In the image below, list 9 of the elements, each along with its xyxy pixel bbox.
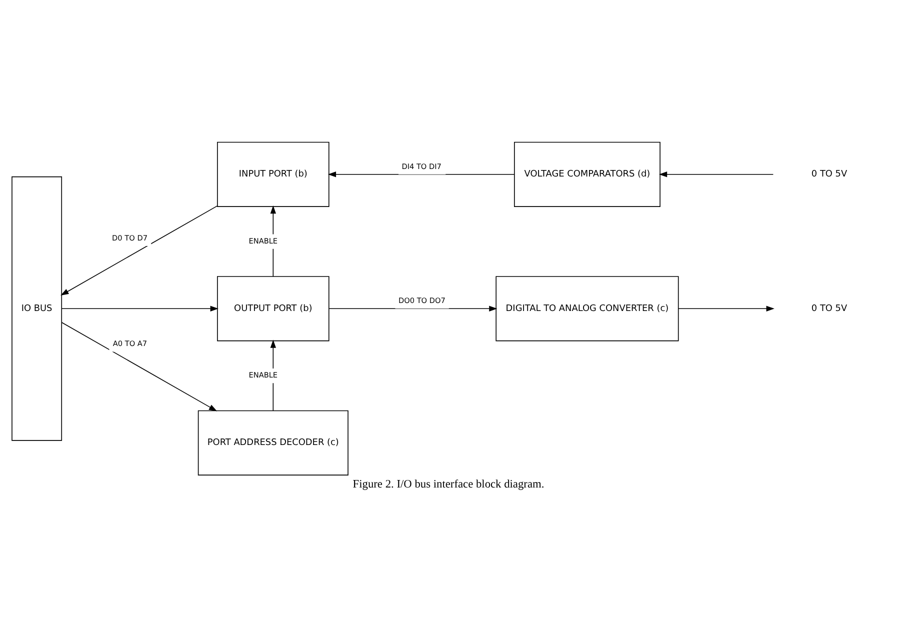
edge-label: D0 TO D7 xyxy=(112,232,148,242)
edge-label: ENABLE xyxy=(248,236,278,245)
edge-label: ENABLE xyxy=(248,370,278,380)
edge-label: DI4 TO DI7 xyxy=(402,161,442,170)
edge-label: A0 TO A7 xyxy=(112,338,148,348)
node-text: 0 TO 5V xyxy=(811,303,848,314)
node-text: 0 TO 5V xyxy=(811,169,848,180)
caption: Figure 2. I/O bus interface block diagram. xyxy=(352,478,544,490)
edge-label: DO0 TO DO7 xyxy=(398,296,446,305)
